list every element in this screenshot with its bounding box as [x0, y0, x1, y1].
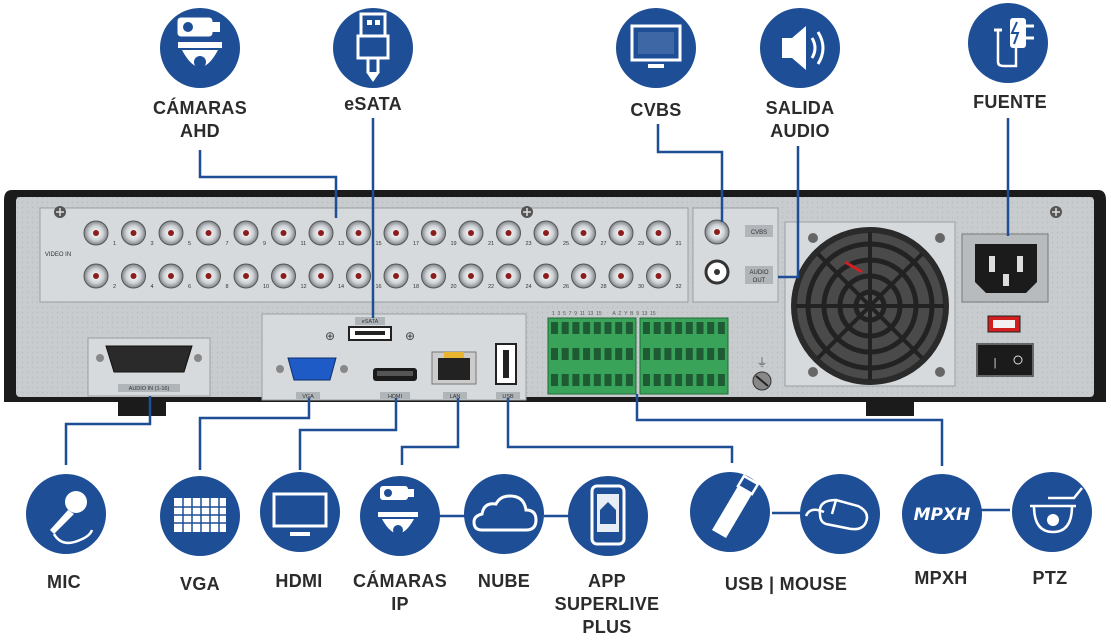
esata-icon	[356, 12, 390, 82]
ground-screw[interactable]	[752, 371, 772, 391]
terminal-block-2[interactable]	[639, 317, 729, 395]
bnc-number: 5	[188, 241, 191, 247]
microphone-icon	[50, 491, 94, 545]
bnc-number: 8	[226, 284, 229, 290]
terminal-block-1[interactable]	[547, 317, 637, 395]
hdmi-monitor-icon	[272, 492, 328, 536]
power-plug-icon	[994, 18, 1034, 68]
screw-3	[1050, 206, 1062, 218]
bnc-number: 16	[376, 284, 382, 290]
svg-text:OUT: OUT	[753, 278, 766, 284]
cooling-fan	[791, 227, 949, 385]
bnc-number: 6	[188, 284, 191, 290]
svg-text:⏚: ⏚	[757, 356, 768, 369]
bnc-number: 2	[113, 284, 116, 290]
bnc-number: 10	[263, 284, 269, 290]
vga-tag: VGA	[302, 394, 314, 400]
audio-out-tag: AUDIO	[749, 270, 768, 276]
label-salida-audio: SALIDA AUDIO	[765, 98, 835, 141]
bnc-number: 4	[151, 284, 154, 290]
ip-camera-icon	[378, 486, 418, 535]
circles	[26, 3, 1092, 556]
bnc-number: 21	[488, 241, 494, 247]
bnc-connector-grid: VIDEO IN12345678910111213141516171819202…	[45, 220, 682, 290]
foot-left	[118, 402, 166, 416]
lan-tag: LAN	[450, 394, 461, 400]
bnc-number: 29	[638, 241, 644, 247]
bnc-number: 19	[451, 241, 457, 247]
label-mic: MIC	[47, 572, 81, 592]
mouse-icon	[804, 498, 869, 531]
connector-lines	[64, 118, 1010, 518]
video-in-tag: VIDEO IN	[45, 252, 71, 258]
bnc-number: 17	[413, 241, 419, 247]
bnc-number: 23	[526, 241, 532, 247]
usb-drive-icon	[712, 474, 760, 538]
bnc-number: 3	[151, 241, 154, 247]
usb-tag: USB	[502, 394, 514, 400]
foot-right	[866, 402, 914, 416]
bnc-number: 24	[526, 284, 532, 290]
audio-in-dsub-connector[interactable]	[105, 345, 193, 373]
cvbs-tag: CVBS	[751, 230, 767, 236]
fan-screws	[808, 233, 945, 377]
label-camaras-ahd: CÁMARAS AHD	[152, 98, 248, 141]
bnc-number: 31	[676, 241, 682, 247]
bnc-number: 32	[676, 284, 682, 290]
bnc-number: 30	[638, 284, 644, 290]
io-plate	[261, 313, 527, 401]
label-vga: VGA	[180, 574, 220, 594]
ptz-dome-icon	[1030, 487, 1083, 534]
label-camaras-ip: CÁMARAS IP	[352, 571, 448, 614]
label-mpxh: MPXH	[914, 568, 968, 588]
bnc-number: 9	[263, 241, 266, 247]
hdmi-tag: HDMI	[388, 394, 403, 400]
alarm-terminal-blocks[interactable]	[547, 317, 729, 395]
audio-in-tag: AUDIO IN (1-16)	[129, 386, 170, 392]
bnc-number: 14	[338, 284, 344, 290]
mpxh-logo-icon: MPXH	[914, 505, 971, 525]
label-ptz: PTZ	[1032, 568, 1068, 588]
svg-text:|: |	[994, 357, 997, 369]
svg-text:⊕: ⊕	[405, 329, 415, 343]
bnc-number: 25	[563, 241, 569, 247]
vga-grid-icon	[174, 498, 226, 532]
bnc-number: 15	[376, 241, 382, 247]
bnc-number: 27	[601, 241, 607, 247]
bnc-number: 18	[413, 284, 419, 290]
label-hdmi: HDMI	[275, 571, 323, 591]
vga-port[interactable]	[287, 357, 337, 381]
label-app: APP SUPERLIVE PLUS	[554, 571, 660, 637]
bnc-number: 12	[301, 284, 307, 290]
bnc-number: 7	[226, 241, 229, 247]
terminal-numbers: 1 3 5 7 9 11 13 15 A Z Y B 9 13 15	[552, 311, 656, 317]
cloud-icon	[472, 494, 538, 532]
speaker-icon	[782, 26, 825, 70]
cvbs-audio-plate	[692, 207, 779, 303]
smartphone-icon	[590, 484, 626, 546]
esata-tag: eSATA	[362, 319, 379, 325]
svg-text:⊕: ⊕	[325, 329, 335, 343]
label-usb-mouse: USB | MOUSE	[724, 574, 848, 594]
label-fuente: FUENTE	[973, 92, 1047, 112]
bnc-number: 26	[563, 284, 569, 290]
bnc-number: 22	[488, 284, 494, 290]
bnc-number: 13	[338, 241, 344, 247]
label-cvbs: CVBS	[630, 100, 682, 120]
label-esata: eSATA	[344, 94, 402, 114]
bnc-number: 28	[601, 284, 607, 290]
bnc-number: 1	[113, 241, 116, 247]
power-switch[interactable]	[976, 343, 1034, 377]
camera-icon	[177, 17, 222, 68]
monitor-icon	[630, 24, 682, 68]
label-nube: NUBE	[477, 571, 531, 591]
svg-text:MPXH: MPXH	[914, 505, 971, 525]
bnc-number: 11	[301, 241, 307, 247]
screw-2	[521, 206, 533, 218]
screw-1	[54, 206, 66, 218]
bnc-number: 20	[451, 284, 457, 290]
